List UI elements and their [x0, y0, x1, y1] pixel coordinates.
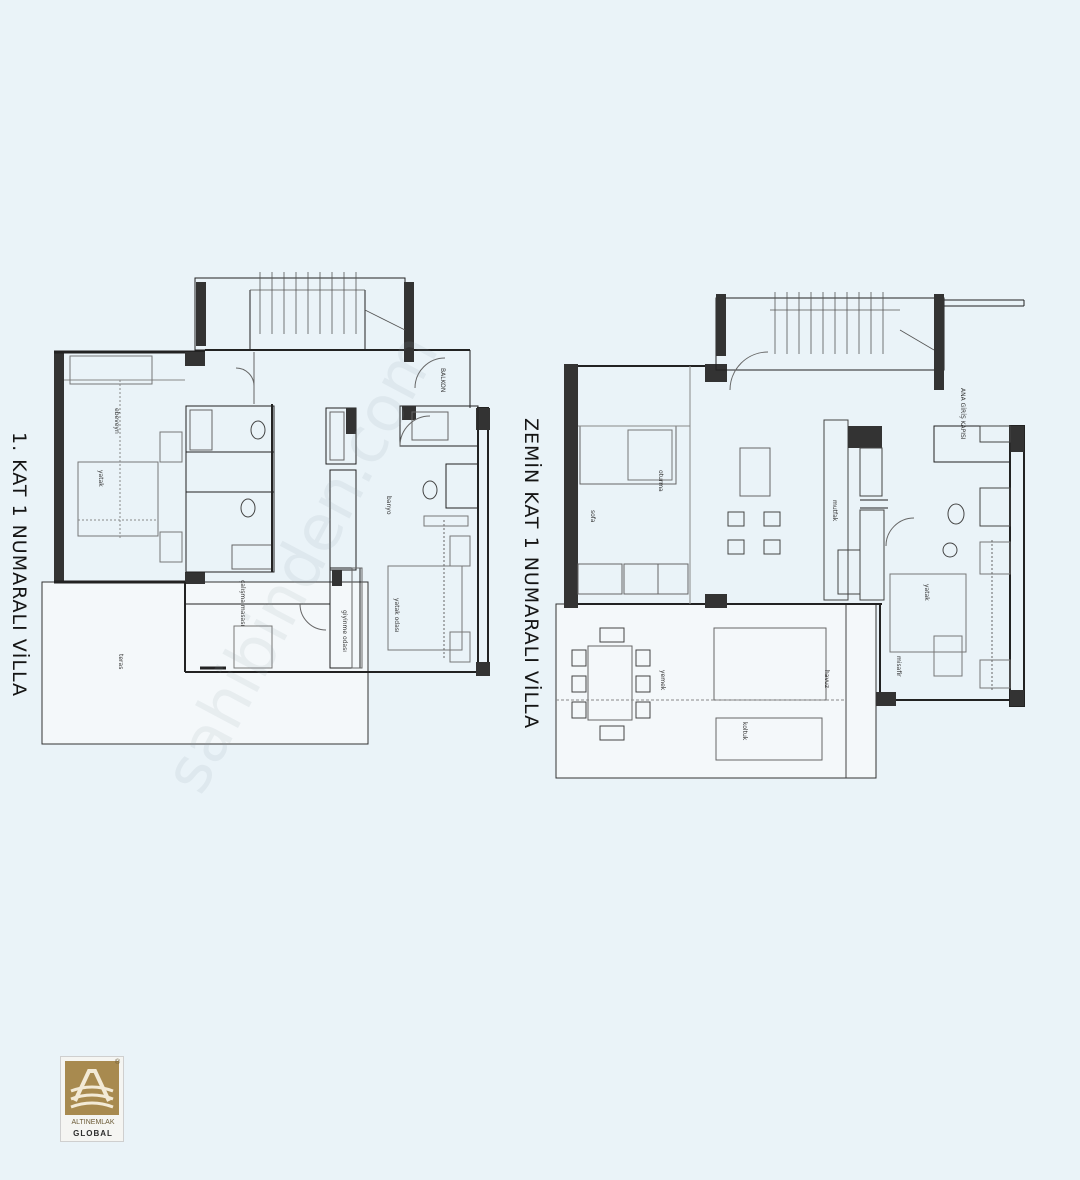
plan-label-entrance: ANA GİRİŞ KAPISI	[959, 388, 966, 440]
logo-mark-icon	[65, 1061, 119, 1115]
staircase	[715, 297, 945, 371]
plan-label-couch: koltuk	[741, 722, 748, 741]
logo-name: ALTINEMLAK	[71, 1119, 115, 1126]
plan-label-sofa: sofa	[589, 510, 596, 523]
plan-label-terrace: teras	[117, 654, 124, 670]
logo-registered: ®	[115, 1059, 121, 1066]
plan-label-kitchen: mutfak	[831, 500, 838, 522]
plan-label-living: oturma	[657, 470, 664, 492]
ground-floor-plan	[555, 292, 1025, 779]
plan-label-guest: misafir	[895, 656, 902, 677]
plan-label-bedroom: yatak odası	[393, 598, 400, 633]
plan-label-pool: havuz	[823, 670, 830, 688]
terrace-area	[41, 581, 369, 745]
plan-label-bed-left: yatak	[97, 470, 104, 487]
plan-label-bed-right: yatak	[923, 584, 930, 601]
plan-label-dressing: giyinme odası	[341, 610, 348, 652]
first-floor-plan	[41, 272, 490, 745]
logo-sub: GLOBAL	[73, 1129, 113, 1138]
exterior-wall-left	[54, 352, 64, 582]
company-logo: ® ALTINEMLAK GLOBAL	[60, 1056, 124, 1142]
plan-title-ground-floor: ZEMİN KAT 1 NUMARALI VİLLA	[520, 418, 542, 730]
plan-label-dining: yemek	[659, 670, 666, 691]
plan-label-parent: ebeveyn	[113, 408, 120, 434]
plan-label-bath: banyo	[385, 496, 392, 515]
plan-title-first-floor: 1. KAT 1 NUMARALI VİLLA	[8, 432, 30, 697]
